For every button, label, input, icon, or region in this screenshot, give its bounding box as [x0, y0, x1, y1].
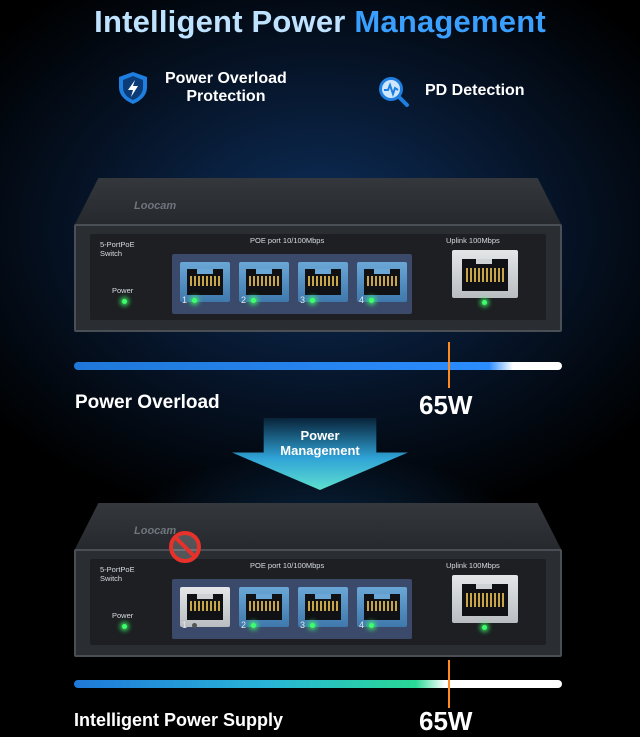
poe-port-group	[172, 254, 412, 314]
transition-line-1: Power	[300, 428, 340, 443]
port-number-2: 2	[241, 620, 247, 630]
uplink-led	[482, 300, 487, 305]
poe-port-1	[180, 262, 230, 302]
port-number-3: 3	[300, 620, 306, 630]
port-number-1: 1	[182, 295, 188, 305]
model-line-2: Switch	[100, 574, 123, 583]
poe-port-3	[298, 587, 348, 627]
model-line-1: 5-PortPoE	[100, 565, 135, 574]
poe-ports-label: POE port 10/100Mbps	[250, 236, 325, 245]
model-line-1: 5-PortPoE	[100, 240, 135, 249]
feature-2-label: PD Detection	[425, 82, 525, 99]
switch-top-cover	[74, 503, 562, 551]
model-label: 5-PortPoE Switch	[100, 240, 135, 258]
front-panel: 5-PortPoE Switch Power POE port 10/100Mb…	[90, 559, 546, 645]
feature-1-line-2: Protection	[186, 88, 266, 105]
title-part-1: Intelligent Power	[94, 4, 355, 39]
power-bar-managed	[74, 680, 562, 688]
uplink-label: Uplink 100Mbps	[446, 561, 500, 570]
poe-port-4	[357, 587, 407, 627]
switch-managed: Loocam 5-PortPoE Switch Power POE port 1…	[74, 503, 562, 657]
power-label: Power	[112, 286, 134, 295]
uplink-port	[452, 250, 518, 310]
transition-label: Power Management	[232, 428, 408, 458]
port-number-4: 4	[359, 620, 365, 630]
switch-front: 5-PortPoE Switch Power POE port 10/100Mb…	[74, 549, 562, 657]
brand-logo: Loocam	[134, 200, 177, 212]
feature-pd-detection: PD Detection	[375, 73, 525, 109]
power-led	[122, 299, 127, 304]
poe-port-group	[172, 579, 412, 639]
overload-label: Power Overload	[75, 392, 220, 413]
feature-overload-protection: Power Overload Protection	[115, 70, 287, 106]
power-label: Power	[112, 611, 134, 620]
poe-port-2	[239, 262, 289, 302]
port-number-1: 1	[182, 620, 188, 630]
port-3-led	[310, 298, 315, 303]
port-1-led	[192, 298, 197, 303]
port-number-2: 2	[241, 295, 247, 305]
port-2-led	[251, 298, 256, 303]
model-line-2: Switch	[100, 249, 123, 258]
watt-label-top: 65W	[419, 390, 473, 420]
port-4-led	[369, 623, 374, 628]
shield-lightning-icon	[119, 72, 147, 104]
port-3-led	[310, 623, 315, 628]
uplink-label: Uplink 100Mbps	[446, 236, 500, 245]
supply-label: Intelligent Power Supply	[74, 710, 284, 730]
limit-marker-top	[448, 342, 450, 388]
port-4-led	[369, 298, 374, 303]
power-led	[122, 624, 127, 629]
brand-logo: Loocam	[134, 525, 177, 537]
port-number-3: 3	[300, 295, 306, 305]
switch-overload: Loocam 5-PortPoE Switch Power POE port 1…	[74, 178, 562, 332]
page-title: Intelligent Power Management	[0, 4, 640, 40]
transition-line-2: Management	[280, 443, 360, 458]
poe-port-3	[298, 262, 348, 302]
poe-port-2	[239, 587, 289, 627]
port-2-led	[251, 623, 256, 628]
limit-marker-bottom	[448, 660, 450, 708]
uplink-port	[452, 575, 518, 635]
poe-ports-label: POE port 10/100Mbps	[250, 561, 325, 570]
uplink-led	[482, 625, 487, 630]
title-part-2: Management	[354, 4, 546, 39]
front-panel: 5-PortPoE Switch Power POE port 10/100Mb…	[90, 234, 546, 320]
poe-port-1-disabled	[180, 587, 230, 627]
poe-port-4	[357, 262, 407, 302]
port-1-led-off	[192, 623, 197, 628]
switch-front: 5-PortPoE Switch Power POE port 10/100Mb…	[74, 224, 562, 332]
feature-1-line-1: Power Overload	[165, 70, 287, 87]
magnifier-pulse-icon	[379, 77, 409, 107]
port-number-4: 4	[359, 295, 365, 305]
prohibited-icon	[169, 531, 201, 563]
power-bar-overload	[74, 362, 562, 370]
watt-label-bottom: 65W	[419, 706, 473, 736]
model-label: 5-PortPoE Switch	[100, 565, 135, 583]
switch-top-cover	[74, 178, 562, 226]
